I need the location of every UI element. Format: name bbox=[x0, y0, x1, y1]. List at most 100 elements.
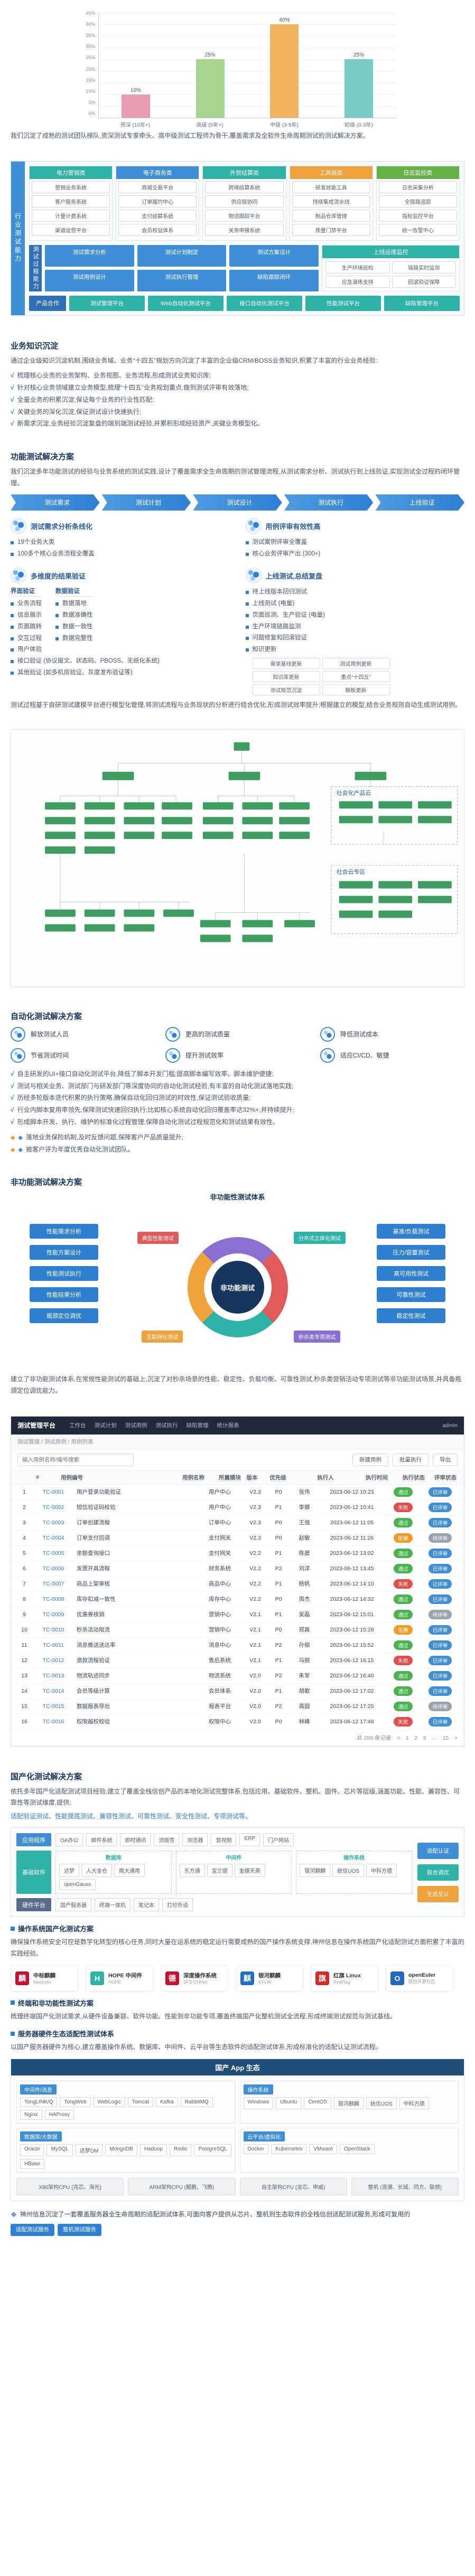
nf-process-box: 瓶颈定位调优 bbox=[30, 1308, 98, 1324]
topology-section: 社会化产品云 社会云专区 bbox=[0, 719, 475, 998]
base-layer-row: 基础软件 数据库 达梦人大金仓南大通用openGauss bbox=[16, 1851, 413, 1894]
platform-menu-item[interactable]: 统计报表 bbox=[217, 1422, 239, 1429]
pagination[interactable]: 共 286 条记录 < 1 2 3 … 15 > bbox=[357, 1734, 458, 1741]
toolbar-button[interactable]: 新建用例 bbox=[352, 1453, 388, 1466]
plot-area: 10% 25% 40% bbox=[98, 13, 396, 118]
cell-priority: P0 bbox=[275, 1718, 282, 1725]
cell-priority: P1 bbox=[275, 1611, 282, 1618]
cell-case-code[interactable]: TC-0006 bbox=[42, 1565, 64, 1572]
table-row[interactable]: 4 TC-0004 订单支付回调 支付网关 V2.3 P0 赵敏 2023-06… bbox=[11, 1531, 464, 1546]
ops-monitor-title: 上线运维监控 bbox=[322, 245, 459, 258]
x-tick-label: 中级 (3-5年) bbox=[270, 122, 299, 128]
check-icon: √ bbox=[11, 1094, 14, 1102]
cell-version: V2.2 bbox=[249, 1580, 261, 1587]
platform-menu-item[interactable]: 测试用例 bbox=[125, 1422, 147, 1429]
table-row[interactable]: 8 TC-0008 库存扣减一致性 库存中心 V2.2 P0 周杰 2023-0… bbox=[11, 1592, 464, 1607]
footer-tag-link[interactable]: 适配测试服务 bbox=[11, 2224, 54, 2237]
cell-module: 财务系统 bbox=[209, 1565, 231, 1572]
diamond-icon: ◆ bbox=[18, 1146, 23, 1153]
hw-item: 终端一体机 bbox=[95, 1898, 131, 1912]
ecosystem-item: HAProxy bbox=[44, 2109, 74, 2120]
cell-case-code[interactable]: TC-0011 bbox=[42, 1641, 64, 1648]
cell-case-code[interactable]: TC-0015 bbox=[42, 1703, 64, 1710]
nf-process-box: 性能方案设计 bbox=[30, 1245, 98, 1260]
cell-case-code[interactable]: TC-0010 bbox=[42, 1626, 64, 1633]
quad-bullet: 信息展示 bbox=[11, 610, 42, 621]
benefit-dots-icon bbox=[165, 1026, 180, 1042]
cell-owner: 高圆 bbox=[299, 1703, 310, 1710]
cell-owner: 朱军 bbox=[299, 1673, 310, 1679]
bar-value-label: 25% bbox=[204, 52, 216, 59]
os-logo: 麟 中标麒麟 NeoKylin bbox=[11, 1965, 78, 1992]
cell-owner: 刘洋 bbox=[299, 1565, 310, 1572]
app-item: 音视频 bbox=[211, 1833, 237, 1847]
nf-ring-chip: 秒杀类专项测试 bbox=[294, 1331, 340, 1343]
ecosystem-item: 统信UOS bbox=[366, 2097, 397, 2109]
quadrant-online-retrospective: 上线测试,总结复盘 持上线版本回归测试上线测试 (电量)页面巡测、生产验证 (电… bbox=[245, 568, 465, 696]
table-row[interactable]: 5 TC-0005 余额查询接口 支付网关 V2.2 P1 陈晨 2023-06… bbox=[11, 1546, 464, 1561]
platform-menu-item[interactable]: 缺陷管理 bbox=[186, 1422, 209, 1429]
table-row[interactable]: 7 TC-0007 商品上架审核 商品中心 V2.2 P1 杨帆 2023-06… bbox=[11, 1577, 464, 1592]
table-row[interactable]: 13 TC-0013 物流轨迹同步 物流系统 V2.0 P2 朱军 2023-0… bbox=[11, 1668, 464, 1684]
cell-index: 3 bbox=[23, 1519, 26, 1526]
cell-case-code[interactable]: TC-0001 bbox=[42, 1488, 64, 1495]
table-row[interactable]: 6 TC-0006 发票开具流程 财务系统 V2.2 P2 刘洋 2023-06… bbox=[11, 1561, 464, 1577]
search-input[interactable] bbox=[17, 1453, 134, 1466]
cell-case-code[interactable]: TC-0003 bbox=[42, 1519, 64, 1526]
capability-map-section: 行业测试能力 电力营销类 营销业务系统客户服务系统计量计费系统渠道运营平台 电子 bbox=[0, 149, 475, 327]
app-item: ERP bbox=[239, 1833, 260, 1847]
review-badge: 待评审 bbox=[428, 1701, 452, 1711]
cell-case-code[interactable]: TC-0014 bbox=[42, 1687, 64, 1694]
table-row[interactable]: 11 TC-0011 消息推送送达率 消息中心 V2.1 P2 孙俪 2023-… bbox=[11, 1638, 464, 1653]
toolbar-button[interactable]: 导出 bbox=[433, 1453, 458, 1466]
table-row[interactable]: 16 TC-0016 权限越权校验 权限中心 V2.0 P0 林峰 2023-0… bbox=[11, 1714, 464, 1730]
status-badge: 通过 bbox=[394, 1563, 413, 1573]
table-row[interactable]: 14 TC-0014 会员等级计算 会员体系 V2.0 P1 胡歌 2023-0… bbox=[11, 1684, 464, 1699]
cell-case-name: 用户登录功能验证 bbox=[77, 1489, 121, 1496]
status-badge: 通过 bbox=[394, 1517, 413, 1527]
cell-case-code[interactable]: TC-0005 bbox=[42, 1550, 64, 1556]
quad-bullet: 19个业务大类 bbox=[11, 537, 230, 549]
cell-case-code[interactable]: TC-0007 bbox=[42, 1580, 64, 1587]
platform-user[interactable]: admin bbox=[442, 1422, 458, 1429]
table-row[interactable]: 1 TC-0001 用户登录功能验证 用户中心 V2.3 P0 张伟 2023-… bbox=[11, 1485, 464, 1500]
square-bullet-icon bbox=[11, 614, 14, 617]
verify-group: 数据验证 数据落地数据准确性数据一致性数据完整性 bbox=[55, 587, 93, 656]
review-badge: 待评审 bbox=[428, 1609, 452, 1619]
table-row[interactable]: 3 TC-0003 订单创建流程 订单中心 V2.3 P0 王强 2023-06… bbox=[11, 1515, 464, 1531]
table-row[interactable]: 15 TC-0015 数据报表导出 报表平台 V2.0 P2 高圆 2023-0… bbox=[11, 1699, 464, 1714]
table-row[interactable]: 2 TC-0002 短信验证码校验 用户中心 V2.3 P1 李娜 2023-0… bbox=[11, 1500, 464, 1515]
cell-case-code[interactable]: TC-0009 bbox=[42, 1611, 64, 1618]
ops-monitor-panel: 上线运维监控 生产环境巡检链路实时监测应急演练支持回滚验证保障 bbox=[322, 244, 460, 291]
toolbar-button[interactable]: 批量执行 bbox=[393, 1453, 429, 1466]
capability-column-title: 电子商务类 bbox=[116, 166, 199, 179]
cell-version: V2.1 bbox=[249, 1657, 261, 1664]
base-item: 金蝶天燕 bbox=[234, 1864, 265, 1877]
cell-case-code[interactable]: TC-0008 bbox=[42, 1596, 64, 1602]
table-row[interactable]: 9 TC-0009 优惠券核销 营销中心 V2.1 P1 吴磊 2023-06-… bbox=[11, 1607, 464, 1622]
knowledge-update-chip: 重点“十四五” bbox=[322, 671, 390, 683]
quad-bullet: 核心业务评审产出 (300+) bbox=[245, 549, 465, 560]
cell-case-code[interactable]: TC-0004 bbox=[42, 1534, 64, 1541]
footer-tag-link[interactable]: 整机测试服务 bbox=[58, 2224, 101, 2237]
side-capability-chip: 生态互认 bbox=[417, 1885, 459, 1902]
cell-case-code[interactable]: TC-0016 bbox=[42, 1718, 64, 1725]
cell-owner: 郑爽 bbox=[299, 1627, 310, 1634]
platform-menu-item[interactable]: 测试计划 bbox=[94, 1422, 117, 1429]
square-bullet-icon bbox=[11, 637, 14, 640]
table-row[interactable]: 10 TC-0010 秒杀活动限流 营销中心 V2.1 P0 郑爽 2023-0… bbox=[11, 1622, 464, 1638]
table-row[interactable]: 12 TC-0012 退款流程验证 售后系统 V2.1 P1 马丽 2023-0… bbox=[11, 1653, 464, 1668]
cell-case-code[interactable]: TC-0013 bbox=[42, 1672, 64, 1679]
platform-menu-item[interactable]: 测试执行 bbox=[155, 1422, 178, 1429]
cell-index: 15 bbox=[21, 1703, 27, 1710]
cell-case-name: 余额查询接口 bbox=[77, 1550, 110, 1557]
capability-item: 持续集成流水线 bbox=[292, 195, 370, 207]
page: 45%40%35%30%25%20%15%10%5%0% 10% 25% bbox=[0, 11, 475, 2237]
cell-version: V2.2 bbox=[249, 1596, 261, 1602]
cell-case-code[interactable]: TC-0002 bbox=[42, 1504, 64, 1511]
platform-menu-item[interactable]: 工作台 bbox=[69, 1422, 86, 1429]
cell-time: 2023-06-12 16:15 bbox=[330, 1657, 374, 1664]
side-capability-chip: 适配认证 bbox=[417, 1842, 459, 1859]
cell-case-code[interactable]: TC-0012 bbox=[42, 1657, 64, 1664]
